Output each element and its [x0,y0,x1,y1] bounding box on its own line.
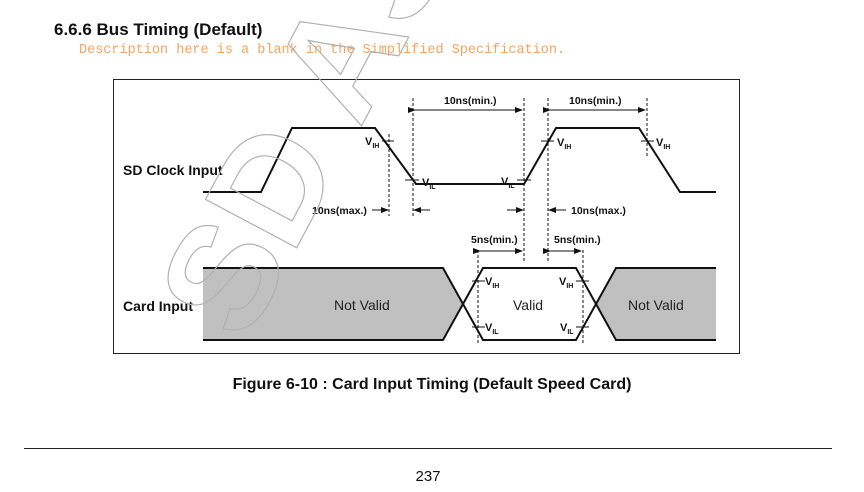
vih-label: VIH [557,137,571,151]
figure-caption: Figure 6-10 : Card Input Timing (Default… [232,376,632,393]
hold-min-label: 5ns(min.) [554,234,601,246]
footer-divider [24,448,832,449]
vih-label: VIH [365,136,379,150]
data-state-right: Not Valid [628,297,684,313]
vil-label: VIL [422,177,436,191]
not-valid-region-left [203,268,463,340]
rise-time-max-label: 10ns(max.) [571,205,626,217]
card-waveform [462,267,597,305]
timing-diagram-frame [113,79,740,354]
vih-label: VIH [656,137,670,151]
setup-min-label: 5ns(min.) [471,234,518,246]
clock-low-min-label: 10ns(min.) [444,95,497,107]
clock-signal-label: SD Clock Input [123,162,223,178]
page-number: 237 [415,468,441,485]
vil-label: VIL [501,176,515,190]
section-description: Description here is a blank in the Simpl… [79,43,566,58]
clock-waveform [203,127,716,193]
card-waveform [595,303,716,341]
card-signal-label: Card Input [123,298,193,314]
vih-label: VIH [485,276,499,290]
card-waveform [203,267,464,305]
clock-high-min-label: 10ns(min.) [569,95,622,107]
vil-label: VIL [485,322,499,336]
not-valid-region-right [596,268,716,340]
section-title: 6.6.6 Bus Timing (Default) [54,20,263,39]
card-waveform [462,303,597,341]
vil-label: VIL [560,322,574,336]
data-state-left: Not Valid [334,297,390,313]
data-state-middle: Valid [513,297,543,313]
vih-label: VIH [559,276,573,290]
card-waveform [203,303,464,341]
fall-time-max-label: 10ns(max.) [312,205,367,217]
card-waveform [595,267,716,305]
